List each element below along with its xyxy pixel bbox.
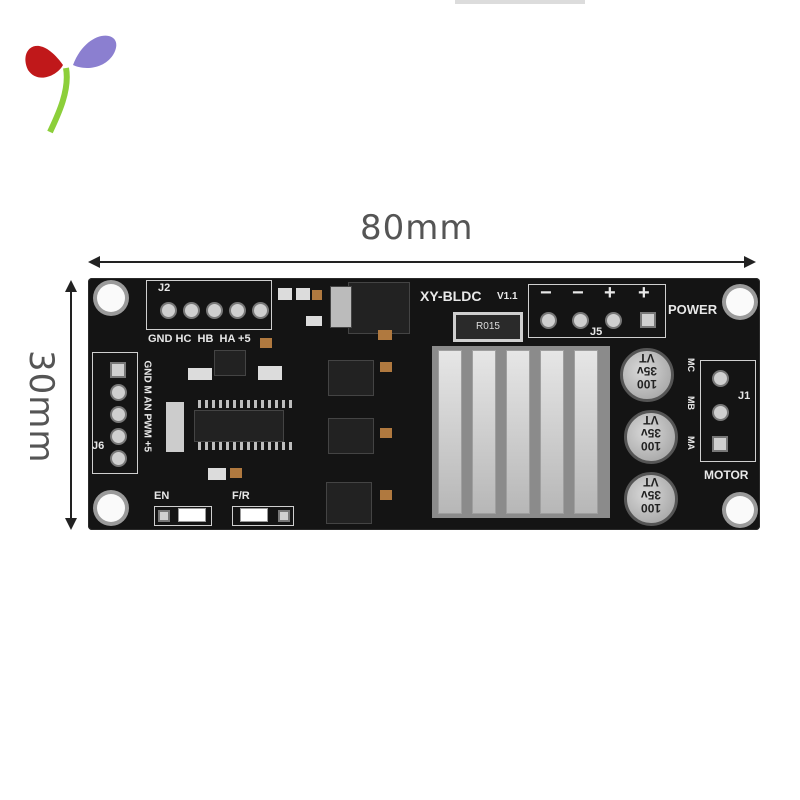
j6-pin-labels: GND M AN PWM +5 — [141, 360, 153, 453]
j6-pin — [110, 384, 127, 401]
smd-capacitor — [230, 468, 242, 478]
j1-pin — [712, 404, 729, 421]
j6-pin — [110, 450, 127, 467]
j5-polarity-1: − — [540, 282, 552, 304]
voltage-regulator — [348, 282, 410, 334]
en-label: EN — [154, 490, 170, 502]
j5-polarity-2: − — [572, 282, 584, 304]
top-divider — [455, 0, 585, 4]
mounting-hole — [726, 288, 754, 316]
resistor-array — [166, 402, 184, 452]
en-jumper-pin — [158, 510, 170, 522]
smd-component — [306, 316, 322, 326]
j1-pin-mc: MC — [686, 358, 696, 372]
mounting-hole — [97, 284, 125, 312]
smd-component — [258, 366, 282, 380]
en-jumper-cap — [178, 508, 206, 522]
j2-connector — [146, 280, 272, 330]
j5-polarity-4: + — [638, 282, 650, 304]
j2-pin-labels: GND HC HB HA +5 — [148, 333, 251, 345]
smd-component — [278, 288, 292, 300]
ic-pins-bottom — [198, 442, 292, 450]
fr-jumper-pin — [278, 510, 290, 522]
smd-capacitor — [380, 428, 392, 438]
height-dimension-label: 30mm — [21, 350, 61, 464]
electrolytic-capacitor: 100 35v VT — [620, 348, 674, 402]
fr-jumper-cap — [240, 508, 268, 522]
smd-capacitor — [260, 338, 272, 348]
j6-connector — [92, 352, 138, 474]
smd-capacitor — [312, 290, 322, 300]
fr-label: F/R — [232, 490, 250, 502]
controller-ic — [194, 410, 284, 442]
mounting-hole — [97, 494, 125, 522]
electrolytic-capacitor: 100 35v VT — [624, 410, 678, 464]
smd-capacitor — [380, 490, 392, 500]
regulator-tab — [330, 286, 352, 328]
j1-label: J1 — [738, 390, 751, 402]
driver-ic — [328, 360, 374, 396]
j6-pin — [110, 428, 127, 445]
board-model: XY-BLDC — [420, 288, 482, 304]
smd-component — [296, 288, 310, 300]
j1-connector — [700, 360, 756, 462]
heatsink — [432, 346, 610, 518]
logo-icon — [25, 35, 117, 134]
j1-pin-ma: MA — [686, 436, 696, 450]
j1-pin — [712, 436, 728, 452]
j5-pin — [605, 312, 622, 329]
smd-capacitor — [380, 362, 392, 372]
power-label: POWER — [668, 302, 718, 317]
j5-pin — [640, 312, 656, 328]
j6-label: J6 — [92, 440, 105, 452]
j5-pin — [540, 312, 557, 329]
shunt-resistor: R015 — [453, 312, 523, 342]
en-jumper — [154, 506, 212, 526]
driver-ic — [328, 418, 374, 454]
driver-ic — [326, 482, 372, 524]
mounting-hole — [726, 496, 754, 524]
j5-connector — [528, 284, 666, 338]
smd-component — [208, 468, 226, 480]
width-dimension-label: 80mm — [360, 208, 474, 248]
j2-pins — [160, 302, 269, 319]
board-version: V1.1 — [497, 291, 518, 302]
smd-capacitor — [378, 330, 392, 340]
j5-pin — [572, 312, 589, 329]
electrolytic-capacitor: 100 35v VT — [624, 472, 678, 526]
motor-label: MOTOR — [704, 468, 749, 482]
j2-label: J2 — [158, 282, 171, 294]
j5-polarity-3: + — [604, 282, 616, 304]
j5-label: J5 — [590, 326, 603, 338]
fr-jumper — [232, 506, 294, 526]
smd-component — [188, 368, 212, 380]
ic-pins-top — [198, 400, 292, 408]
j6-pin — [110, 362, 126, 378]
j6-pin — [110, 406, 127, 423]
j1-pin-mb: MB — [686, 396, 696, 410]
j1-pin — [712, 370, 729, 387]
small-ic — [214, 350, 246, 376]
